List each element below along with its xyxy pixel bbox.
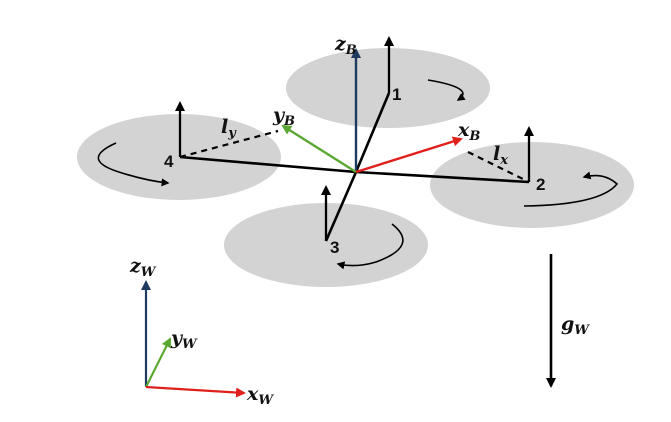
body-z-label: zB bbox=[334, 33, 357, 58]
rotation-arrow-4 bbox=[97, 142, 170, 187]
world-y-axis bbox=[145, 337, 171, 388]
arm-length-lx-line bbox=[467, 151, 530, 183]
rotor-label-4: 4 bbox=[164, 152, 174, 171]
world-x-axis bbox=[145, 385, 246, 398]
arm-to-rotor-1 bbox=[354, 92, 391, 173]
world-x-label: xW bbox=[246, 383, 274, 408]
world-z-label: zW bbox=[129, 255, 157, 280]
body-x-label: xB bbox=[457, 119, 480, 144]
body-y-axis bbox=[281, 124, 357, 174]
arm-length-ly-line bbox=[179, 129, 279, 159]
arm-to-rotor-2 bbox=[355, 170, 530, 184]
world-y-label: yW bbox=[170, 327, 198, 352]
rotor-disc-2 bbox=[430, 142, 634, 228]
gravity-label: gW bbox=[561, 313, 590, 338]
rotation-arrow-2 bbox=[523, 171, 619, 207]
arm-to-rotor-4 bbox=[179, 155, 357, 174]
body-y-label: yB bbox=[272, 104, 295, 129]
arm-length-ly-label: ly bbox=[221, 116, 237, 141]
rotor-disc-3 bbox=[224, 203, 428, 287]
rotor-label-2: 2 bbox=[536, 175, 545, 194]
rotation-arrow-1 bbox=[427, 79, 466, 101]
body-x-axis bbox=[355, 136, 463, 174]
rotor-label-1: 1 bbox=[392, 85, 401, 104]
arm-length-lx-label: lx bbox=[493, 143, 508, 168]
arm-to-rotor-3 bbox=[324, 171, 358, 242]
rotor-label-3: 3 bbox=[330, 238, 339, 257]
rotation-arrow-3 bbox=[336, 223, 404, 270]
